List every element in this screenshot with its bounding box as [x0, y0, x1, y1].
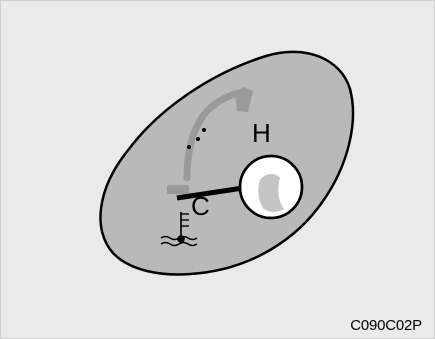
- hot-label: H: [252, 118, 271, 148]
- scale-dot-3: [202, 128, 206, 132]
- scale-dot-2: [196, 137, 200, 141]
- needle-hub: [240, 156, 302, 218]
- scale-cold-block: [167, 185, 189, 194]
- scale-dot-1: [187, 145, 191, 149]
- gauge-housing: [100, 52, 353, 275]
- figure-code: C090C02P: [350, 317, 422, 334]
